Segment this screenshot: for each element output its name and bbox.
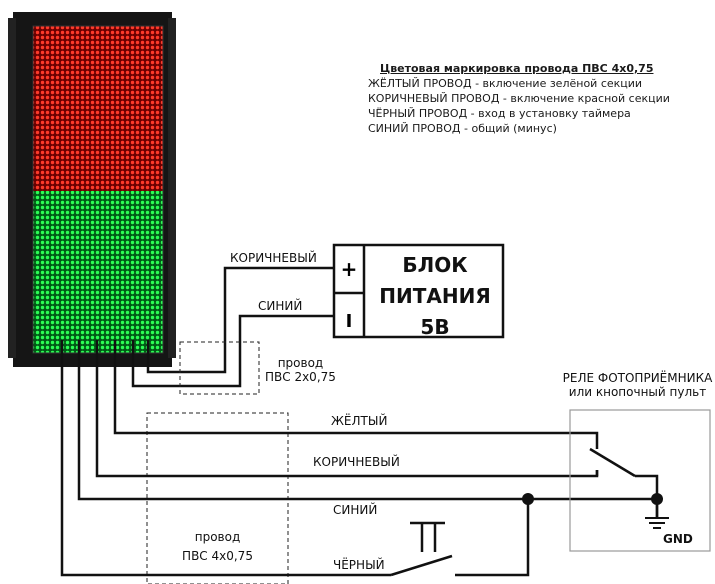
yellow-label: ЖЁЛТЫЙ [331,414,388,428]
brown-label: КОРИЧНЕВЫЙ [313,455,400,469]
yellow-wire [113,340,599,444]
relay-label: РЕЛЕ ФОТОПРИЁМНИКА или кнопочный пульт [562,371,713,399]
plus-terminal: + [341,257,358,281]
black-label: ЧЁРНЫЙ [333,558,385,572]
minus-terminal: I [346,311,353,332]
color-legend: Цветовая маркировка провода ПВС 4х0,75 Ж… [368,61,670,136]
legend-line: ЧЁРНЫЙ ПРОВОД - вход в установку таймера [368,107,631,120]
psu-blue-label: СИНИЙ [258,299,303,313]
legend-line: КОРИЧНЕВЫЙ ПРОВОД - включение красной се… [368,92,670,105]
power-supply-block: + I [332,243,505,339]
black-wire [60,340,391,577]
green-section [33,191,163,353]
legend-title: Цветовая маркировка провода ПВС 4х0,75 [380,62,654,75]
psu-brown-wire [146,266,334,374]
push-button [390,521,453,577]
legend-line: ЖЁЛТЫЙ ПРОВОД - включение зелёной секции [368,77,643,90]
legend-line: СИНИЙ ПРОВОД - общий (минус) [368,122,557,135]
psu-brown-label: КОРИЧНЕВЫЙ [230,251,317,265]
power-supply-label: БЛОК ПИТАНИЯ 5В [379,253,491,339]
gnd-label: GND [663,532,693,546]
relay-unit [522,409,711,552]
black-return-wire [455,499,530,577]
blue-node [522,493,534,505]
relay-node [651,493,663,505]
relay-box [569,409,711,552]
relay-contact-yellow [589,447,636,478]
led-panel [8,12,176,367]
cable-4-label: провод ПВС 4х0,75 [182,530,253,563]
blue-label: СИНИЙ [333,503,378,517]
psu-wires [131,266,334,388]
cable-2-box [179,341,260,395]
cable-2-label: провод ПВС 2х0,75 [265,356,336,384]
ground-symbol-icon [645,517,669,529]
psu-blue-wire [131,314,334,388]
red-section [33,26,163,191]
